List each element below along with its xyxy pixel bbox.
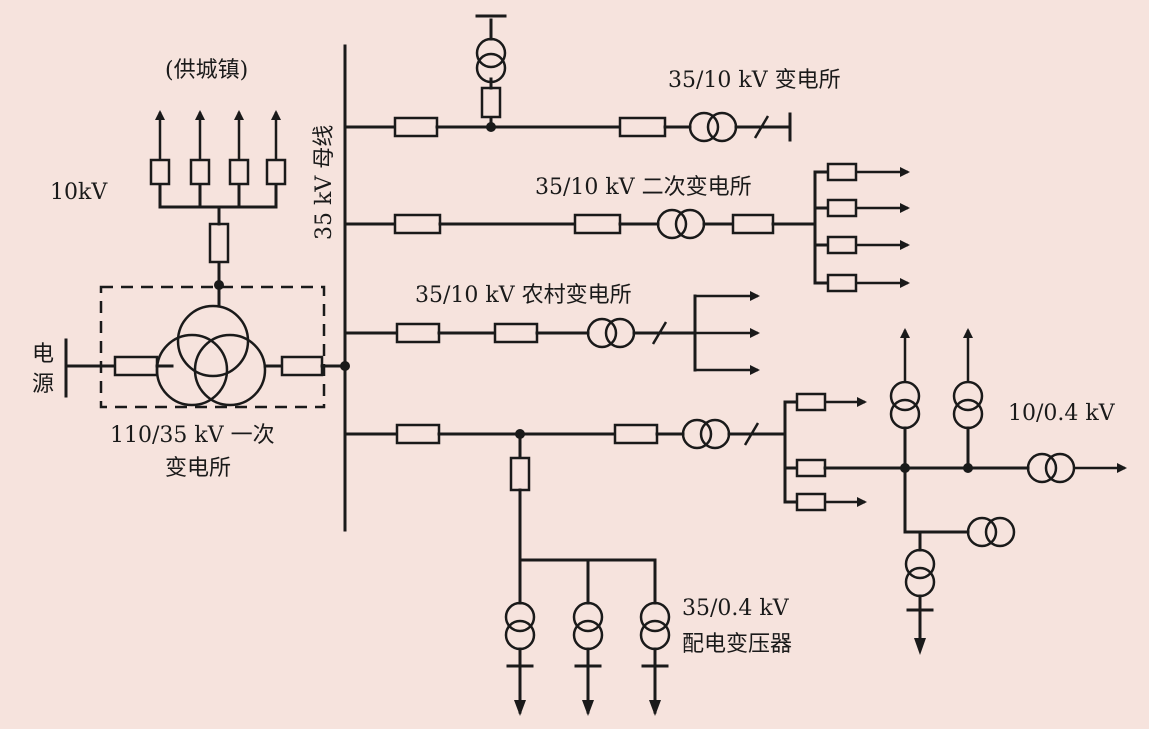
supply-town-label: (供城镇) [165, 58, 249, 83]
secondary-substation-label: 35/10 kV 二次变电所 [535, 175, 752, 200]
right-transformers [889, 328, 1127, 655]
source-label: 电源 [32, 342, 55, 397]
10-04kv-label: 10/0.4 kV [1008, 401, 1115, 426]
feeder-row-1 [343, 14, 792, 143]
feeder-row-3 [343, 291, 760, 375]
feeder-row-2 [343, 162, 910, 293]
distribution-transformer-label-2: 配电变压器 [682, 632, 793, 657]
bus-35kv-label: 35 kV 母线 [312, 124, 337, 240]
primary-substation-label-1: 110/35 kV 一次 [110, 423, 275, 448]
primary-substation-label-2: 变电所 [165, 456, 232, 481]
town-feeders [149, 110, 287, 209]
10kv-label: 10kV [50, 180, 108, 205]
distribution-transformer-label-1: 35/0.4 kV [682, 596, 789, 621]
source-terminal [64, 338, 117, 398]
sub-35-10-label: 35/10 kV 变电所 [668, 68, 841, 93]
primary-substation [99, 205, 347, 409]
rural-substation-label: 35/10 kV 农村变电所 [415, 283, 632, 308]
distribution-transformers [504, 558, 671, 716]
feeder-row-4 [343, 392, 1030, 562]
bus-35kv [340, 44, 350, 532]
